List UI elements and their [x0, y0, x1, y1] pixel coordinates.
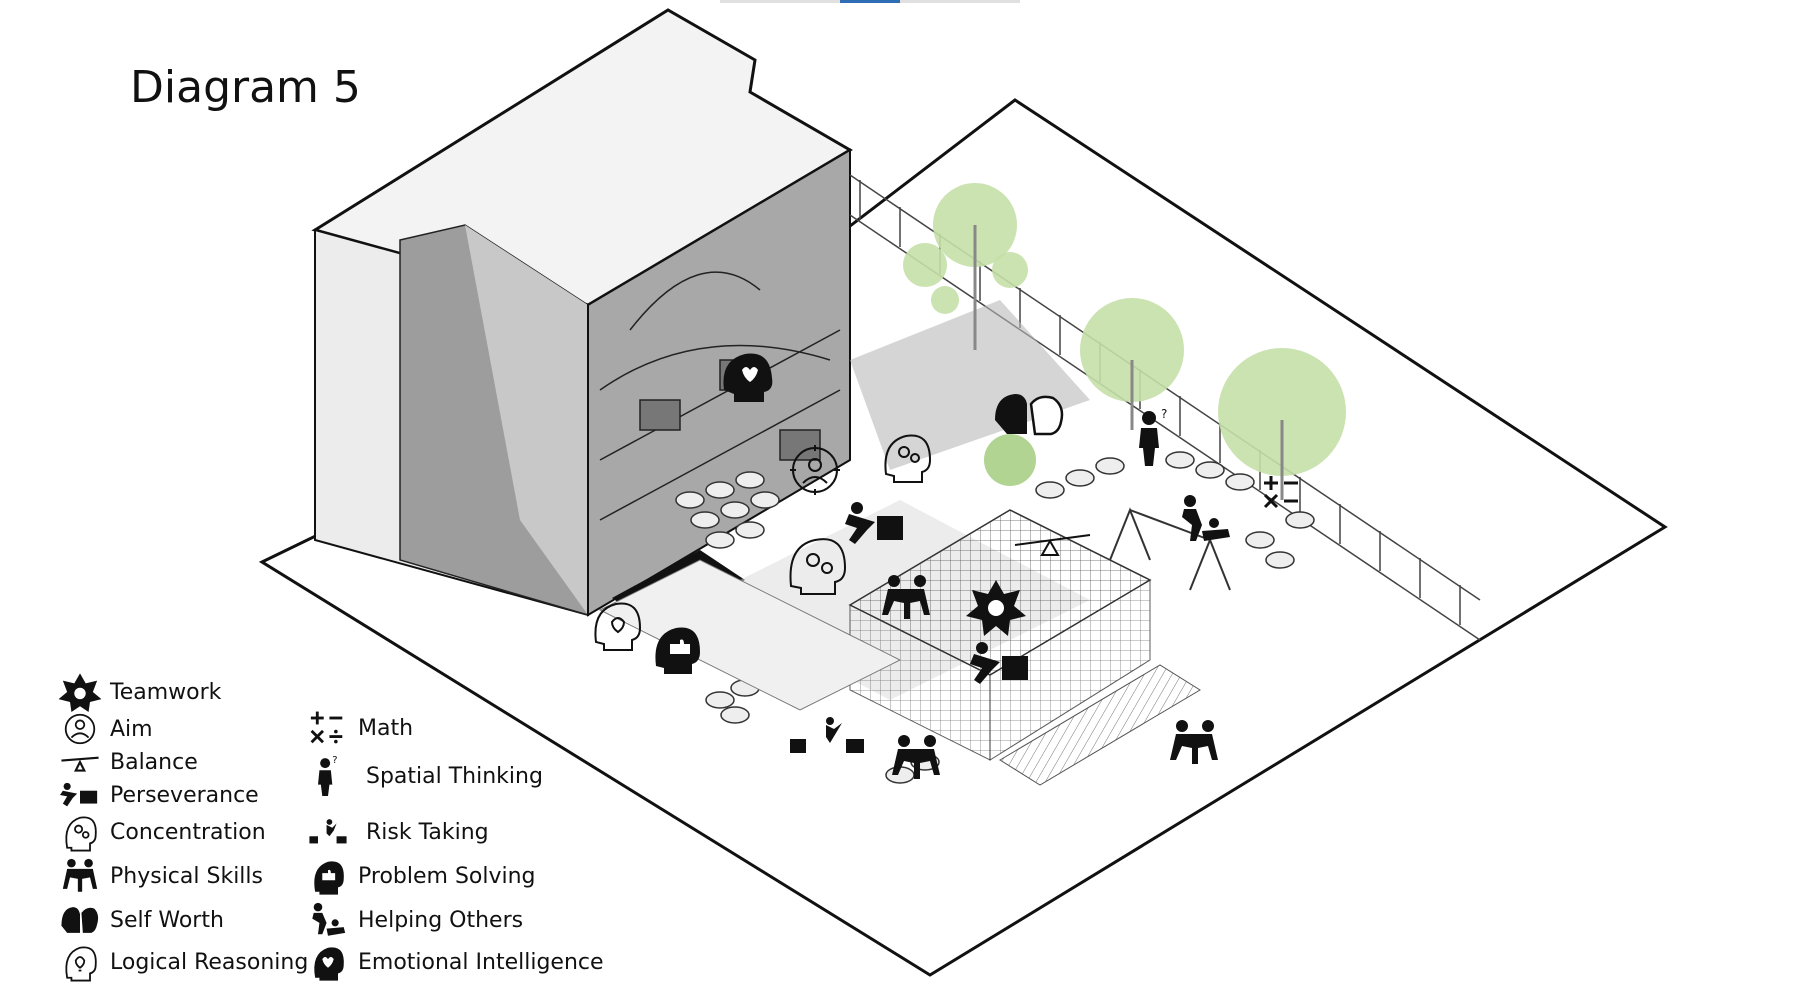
legend-item-problem-solving: Problem Solving [306, 856, 536, 896]
top-progress-strip [720, 0, 1020, 3]
aim-icon [790, 445, 840, 495]
legend-label: Risk Taking [366, 819, 489, 845]
legend-item-math: Math [306, 708, 413, 748]
perseverance-icon [60, 782, 98, 807]
legend-item-aim: Aim [58, 709, 153, 749]
physical-skills-icon [892, 735, 940, 779]
concentration-icon [789, 538, 847, 595]
concentration-icon [884, 434, 932, 483]
building-shadow-wedge [465, 225, 588, 615]
diagram-title: Diagram 5 [130, 62, 361, 113]
perseverance-icon [970, 642, 1028, 684]
svg-text:?: ? [332, 756, 337, 766]
legend-label: Logical Reasoning [110, 949, 309, 975]
math-icon [310, 711, 343, 744]
ramp [999, 664, 1201, 786]
emotional-intelligence-icon [723, 353, 773, 402]
problem-solving-icon [314, 861, 344, 895]
self-worth-icon [61, 907, 99, 933]
spatial-thinking-icon: ? [1139, 407, 1167, 466]
physical-skills-icon [62, 858, 98, 892]
legend-label: Balance [110, 749, 198, 775]
aim-icon [64, 713, 96, 745]
trees [903, 183, 1346, 500]
legend-label: Teamwork [110, 679, 222, 705]
teamwork-icon [966, 580, 1026, 636]
concentration-icon [65, 816, 97, 852]
legend-label: Spatial Thinking [366, 763, 543, 789]
legend: Teamwork Aim Balance Perseverance Concen… [58, 672, 618, 984]
scene-icons: ? [594, 353, 1298, 779]
legend-item-balance: Balance [58, 742, 198, 782]
ground-shadow [850, 300, 1090, 470]
balance-icon [61, 756, 99, 772]
legend-label: Math [358, 715, 414, 741]
legend-label: Perseverance [110, 782, 259, 808]
physical-skills-icon [882, 575, 930, 619]
legend-item-emotional-intelligence: Emotional Intelligence [306, 942, 604, 982]
legend-label: Helping Others [358, 907, 524, 933]
legend-item-risk-taking: Risk Taking [306, 812, 489, 852]
self-worth-icon [995, 394, 1064, 436]
legend-label: Problem Solving [358, 863, 536, 889]
building-mural-face [587, 148, 851, 617]
perseverance-icon [845, 502, 903, 544]
spatial-thinking-icon: ? [318, 756, 338, 796]
logical-reasoning-icon [65, 946, 97, 982]
helping-others-icon [1182, 495, 1230, 541]
legend-item-concentration: Concentration [58, 812, 266, 852]
physical-skills-icon [1170, 720, 1218, 764]
legend-item-perseverance: Perseverance [58, 775, 259, 815]
legend-label: Physical Skills [110, 863, 263, 889]
legend-item-teamwork: Teamwork [58, 672, 221, 712]
risk-taking-icon [790, 717, 864, 753]
legend-label: Self Worth [110, 907, 224, 933]
legend-item-helping-others: Helping Others [306, 900, 523, 940]
legend-label: Emotional Intelligence [358, 949, 604, 975]
math-icon [1263, 476, 1298, 509]
legend-item-self-worth: Self Worth [58, 900, 224, 940]
legend-label: Aim [110, 716, 153, 742]
emotional-intelligence-icon [314, 947, 344, 981]
tyre-stacks [675, 451, 1315, 784]
svg-text:?: ? [1161, 407, 1167, 421]
top-progress-active [840, 0, 900, 3]
helping-others-icon [312, 902, 346, 936]
logical-reasoning-icon [594, 602, 642, 651]
problem-solving-icon [655, 627, 700, 674]
front-path [598, 559, 902, 711]
legend-item-physical-skills: Physical Skills [58, 856, 263, 896]
teamwork-icon [58, 673, 102, 712]
legend-label: Concentration [110, 819, 266, 845]
risk-taking-icon [309, 819, 347, 844]
legend-item-spatial-thinking: ? Spatial Thinking [306, 756, 543, 796]
legend-item-logical-reasoning: Logical Reasoning [58, 942, 308, 982]
